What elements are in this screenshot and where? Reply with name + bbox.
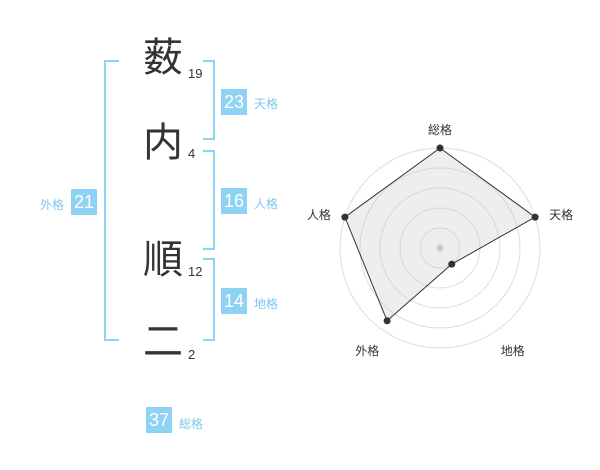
radar-axis-label-1: 総格 [428, 122, 452, 137]
soukaku-label: 総格 [179, 417, 204, 431]
gaikaku-label: 外格 [40, 198, 65, 212]
radar-point-5 [341, 213, 349, 221]
radar-axis-label-5: 人格 [307, 207, 331, 222]
stroke-count-4: 2 [188, 347, 196, 362]
radar-axis-label-2: 天格 [549, 207, 573, 222]
stroke-count-3: 12 [188, 264, 203, 279]
radar-axis-label-3: 地格 [501, 343, 525, 358]
jinkaku-label: 人格 [254, 197, 279, 211]
radar-point-4 [383, 317, 391, 325]
jinkaku-badge: 16 [221, 188, 248, 214]
stroke-count-1: 19 [188, 66, 203, 81]
radar-grid-ring [359, 167, 521, 329]
radar-series-polygon [344, 147, 537, 322]
tenkaku-label: 天格 [254, 97, 279, 111]
radar-grid-ring [379, 187, 501, 309]
gaikaku-badge: 21 [71, 189, 98, 215]
name-char-2: 内 [143, 120, 183, 166]
radar-center-dot [436, 244, 444, 252]
chikaku-bracket [203, 258, 215, 341]
radar-point-2 [531, 213, 539, 221]
jinkaku-bracket [203, 150, 215, 250]
name-char-3: 順 [143, 237, 183, 283]
radar-point-3 [448, 260, 456, 268]
chikaku-badge: 14 [221, 288, 248, 314]
radar-point-1 [436, 144, 444, 152]
gaikaku-bracket [104, 60, 119, 341]
tenkaku-badge: 23 [221, 89, 248, 115]
name-char-1: 薮 [143, 35, 183, 81]
stroke-count-2: 4 [188, 146, 196, 161]
soukaku-badge: 37 [146, 407, 173, 433]
name-char-4: 二 [143, 319, 183, 365]
tenkaku-bracket [203, 60, 215, 140]
radar-axis-label-4: 外格 [355, 343, 379, 358]
chikaku-label: 地格 [254, 297, 279, 311]
radar-grid-ring [419, 227, 461, 269]
